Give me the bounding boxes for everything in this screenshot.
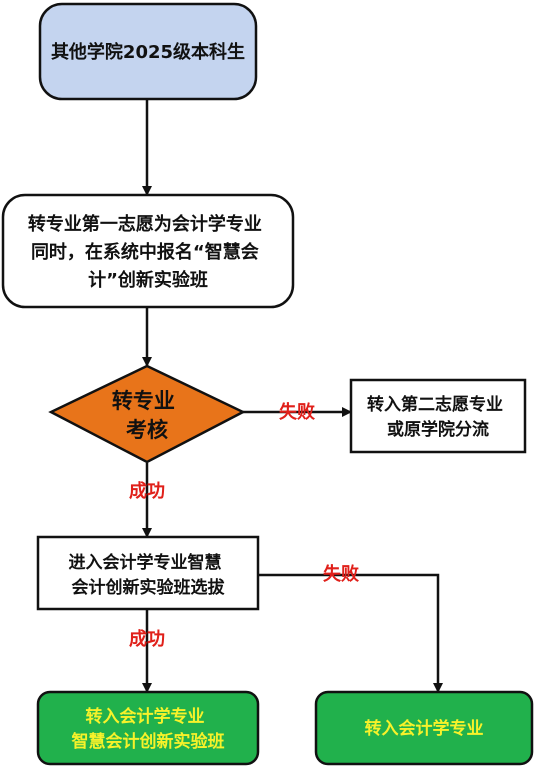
node-fallback-shape	[349, 378, 527, 454]
node-selection-text: 进入会计学专业智慧 会计创新实验班选拔	[69, 552, 228, 598]
node-fallback: 转入第二志愿专业 或原学院分流	[349, 378, 527, 454]
node-selection-shape	[36, 535, 260, 611]
node-accounting-line: 转入会计学专业	[365, 718, 484, 739]
node-smart-class: 转入会计学专业 智慧会计创新实验班	[36, 690, 260, 766]
node-smart-class-line: 转入会计学专业	[86, 706, 205, 727]
node-smart-class-text: 转入会计学专业 智慧会计创新实验班	[72, 706, 225, 752]
edge-label-selection-fail: 失败	[323, 563, 359, 585]
node-first-choice-line: 计”创新实验班	[88, 269, 208, 291]
node-accounting-shape	[314, 690, 534, 766]
node-smart-class-shape	[36, 690, 260, 766]
node-transfer-exam: 转专业 考核	[48, 364, 246, 464]
node-selection-line: 会计创新实验班选拔	[72, 577, 226, 598]
edge-label-exam-fail: 失败	[279, 401, 315, 423]
node-accounting-text: 转入会计学专业	[365, 718, 484, 739]
node-transfer-exam-shape	[48, 364, 246, 464]
connectors	[142, 99, 443, 693]
edge-label-exam-success: 成功	[129, 480, 165, 502]
node-transfer-exam-line: 考核	[126, 418, 168, 442]
node-selection-line: 进入会计学专业智慧	[69, 552, 222, 573]
node-transfer-exam-text: 转专业 考核	[112, 389, 182, 442]
node-first-choice-text: 转专业第一志愿为会计学专业 同时，在系统中报名“智慧会 计”创新实验班	[28, 213, 268, 291]
node-transfer-exam-line: 转专业	[112, 389, 175, 413]
node-first-choice-line: 同时，在系统中报名“智慧会	[31, 241, 259, 263]
node-start: 其他学院2025级本科生	[38, 2, 258, 101]
node-fallback-line: 或原学院分流	[387, 419, 489, 440]
edge-label-selection-success: 成功	[129, 628, 165, 650]
node-smart-class-line: 智慧会计创新实验班	[72, 731, 225, 752]
node-start-text: 其他学院2025级本科生	[51, 41, 245, 63]
node-first-choice-shape	[1, 193, 295, 309]
node-accounting: 转入会计学专业	[314, 690, 534, 766]
node-first-choice-line: 转专业第一志愿为会计学专业	[28, 213, 262, 235]
arrow-selection-to-accounting	[258, 573, 443, 693]
node-selection: 进入会计学专业智慧 会计创新实验班选拔	[36, 535, 260, 611]
node-start-shape	[38, 2, 258, 101]
node-fallback-text: 转入第二志愿专业 或原学院分流	[367, 394, 509, 440]
node-fallback-line: 转入第二志愿专业	[367, 394, 503, 415]
node-first-choice: 转专业第一志愿为会计学专业 同时，在系统中报名“智慧会 计”创新实验班	[1, 193, 295, 309]
node-start-line: 其他学院2025级本科生	[51, 41, 245, 63]
